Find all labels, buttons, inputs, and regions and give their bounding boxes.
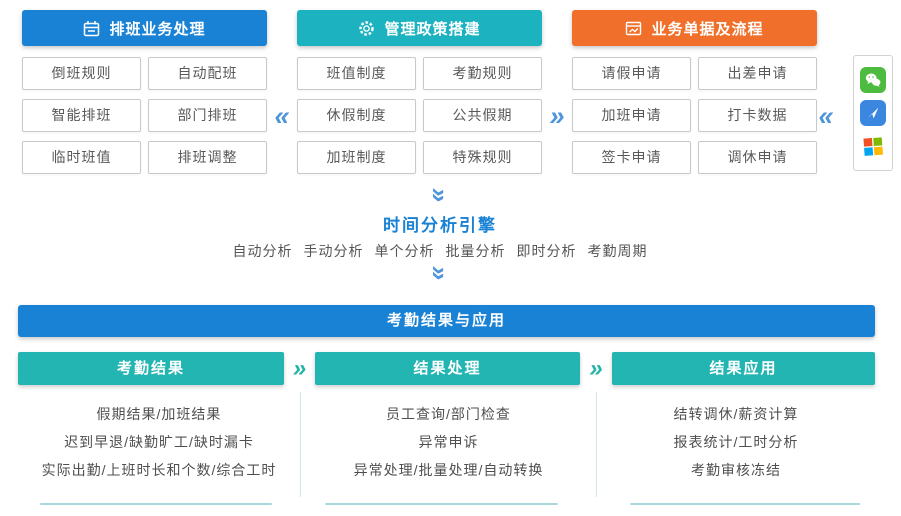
results-subheaders: 考勤结果 » 结果处理 » 结果应用 xyxy=(18,352,875,385)
windows-icon xyxy=(860,133,886,159)
chevron-right-icon: » xyxy=(292,354,307,382)
result-line: 报表统计/工时分析 xyxy=(673,434,799,450)
subheader-attendance-results: 考勤结果 xyxy=(18,352,284,385)
result-line: 异常处理/批量处理/自动转换 xyxy=(353,462,544,478)
results-column-processing: 员工查询/部门检查 异常申诉 异常处理/批量处理/自动转换 xyxy=(301,392,597,497)
engine-title: 时间分析引擎 xyxy=(383,216,497,235)
flow-node: 部门排班 xyxy=(148,99,267,132)
flow-node: 临时班值 xyxy=(22,141,141,174)
flow-node: 自动配班 xyxy=(148,57,267,90)
cutoff-box-top xyxy=(630,503,860,505)
chevron-left-icon: « xyxy=(274,101,290,131)
cutoff-box-top xyxy=(40,503,272,505)
section-policy-nodes: 班值制度 考勤规则 休假制度 公共假期 加班制度 特殊规则 xyxy=(297,57,542,174)
top-sections: 排班业务处理 倒班规则 自动配班 智能排班 部门排班 临时班值 排班调整 « xyxy=(22,10,893,174)
flow-node: 智能排班 xyxy=(22,99,141,132)
flow-node: 特殊规则 xyxy=(423,141,542,174)
flow-node: 考勤规则 xyxy=(423,57,542,90)
results-column-application: 结转调休/薪资计算 报表统计/工时分析 考勤审核冻结 xyxy=(597,392,875,497)
section-policy: 管理政策搭建 班值制度 考勤规则 休假制度 公共假期 加班制度 特殊规则 xyxy=(297,10,542,174)
flow-node: 签卡申请 xyxy=(572,141,691,174)
result-line: 迟到早退/缺勤旷工/缺时漏卡 xyxy=(64,434,254,450)
flow-node: 倒班规则 xyxy=(22,57,141,90)
section-title: 管理政策搭建 xyxy=(384,20,481,38)
result-line: 考勤审核冻结 xyxy=(691,462,781,478)
result-line: 员工查询/部门检查 xyxy=(386,406,511,422)
analysis-mode: 自动分析 xyxy=(232,243,293,259)
section-title: 业务单据及流程 xyxy=(651,20,764,38)
subheader-result-application: 结果应用 xyxy=(612,352,875,385)
results-column-attendance: 假期结果/加班结果 迟到早退/缺勤旷工/缺时漏卡 实际出勤/上班时长和个数/综合… xyxy=(18,392,301,497)
analysis-mode: 即时分析 xyxy=(516,243,577,259)
flow-node: 打卡数据 xyxy=(698,99,817,132)
result-line: 结转调休/薪资计算 xyxy=(673,406,799,422)
cutoff-box-top xyxy=(325,503,558,505)
flow-node: 请假申请 xyxy=(572,57,691,90)
flow-node: 排班调整 xyxy=(148,141,267,174)
flow-node: 调休申请 xyxy=(698,141,817,174)
section-documents: 业务单据及流程 请假申请 出差申请 加班申请 打卡数据 签卡申请 调休申请 xyxy=(572,10,817,174)
section-policy-header: 管理政策搭建 xyxy=(297,10,542,46)
analysis-mode: 手动分析 xyxy=(303,243,364,259)
workflow-icon xyxy=(625,20,642,37)
flow-node: 出差申请 xyxy=(698,57,817,90)
result-line: 实际出勤/上班时长和个数/综合工时 xyxy=(41,462,277,478)
analysis-modes: 自动分析 手动分析 单个分析 批量分析 即时分析 考勤周期 xyxy=(22,241,858,261)
paper-plane-app-icon xyxy=(860,100,886,126)
section-scheduling-header: 排班业务处理 xyxy=(22,10,267,46)
chevron-right-icon: » xyxy=(549,101,565,131)
flow-node: 公共假期 xyxy=(423,99,542,132)
results-columns: 假期结果/加班结果 迟到早退/缺勤旷工/缺时漏卡 实际出勤/上班时长和个数/综合… xyxy=(18,392,875,497)
calendar-icon xyxy=(83,20,100,37)
wechat-icon xyxy=(860,67,886,93)
subheader-result-processing: 结果处理 xyxy=(315,352,580,385)
gear-icon xyxy=(358,20,375,37)
result-line: 异常申诉 xyxy=(418,434,479,450)
source-apps-panel xyxy=(853,55,893,171)
chevron-down-icon: » xyxy=(425,265,455,281)
section-documents-header: 业务单据及流程 xyxy=(572,10,817,46)
flow-node: 班值制度 xyxy=(297,57,416,90)
section-scheduling: 排班业务处理 倒班规则 自动配班 智能排班 部门排班 临时班值 排班调整 xyxy=(22,10,267,174)
analysis-mode: 考勤周期 xyxy=(587,243,648,259)
chevron-down-icon: » xyxy=(425,187,455,203)
results-banner: 考勤结果与应用 xyxy=(18,305,875,337)
result-line: 假期结果/加班结果 xyxy=(96,406,222,422)
analysis-mode: 单个分析 xyxy=(374,243,435,259)
flow-node: 休假制度 xyxy=(297,99,416,132)
section-scheduling-nodes: 倒班规则 自动配班 智能排班 部门排班 临时班值 排班调整 xyxy=(22,57,267,174)
chevron-right-icon: » xyxy=(589,354,603,382)
flow-node: 加班申请 xyxy=(572,99,691,132)
section-title: 排班业务处理 xyxy=(109,20,206,38)
analysis-mode: 批量分析 xyxy=(445,243,506,259)
flow-node: 加班制度 xyxy=(297,141,416,174)
chevron-left-icon: « xyxy=(818,101,834,131)
section-documents-nodes: 请假申请 出差申请 加班申请 打卡数据 签卡申请 调休申请 xyxy=(572,57,817,174)
